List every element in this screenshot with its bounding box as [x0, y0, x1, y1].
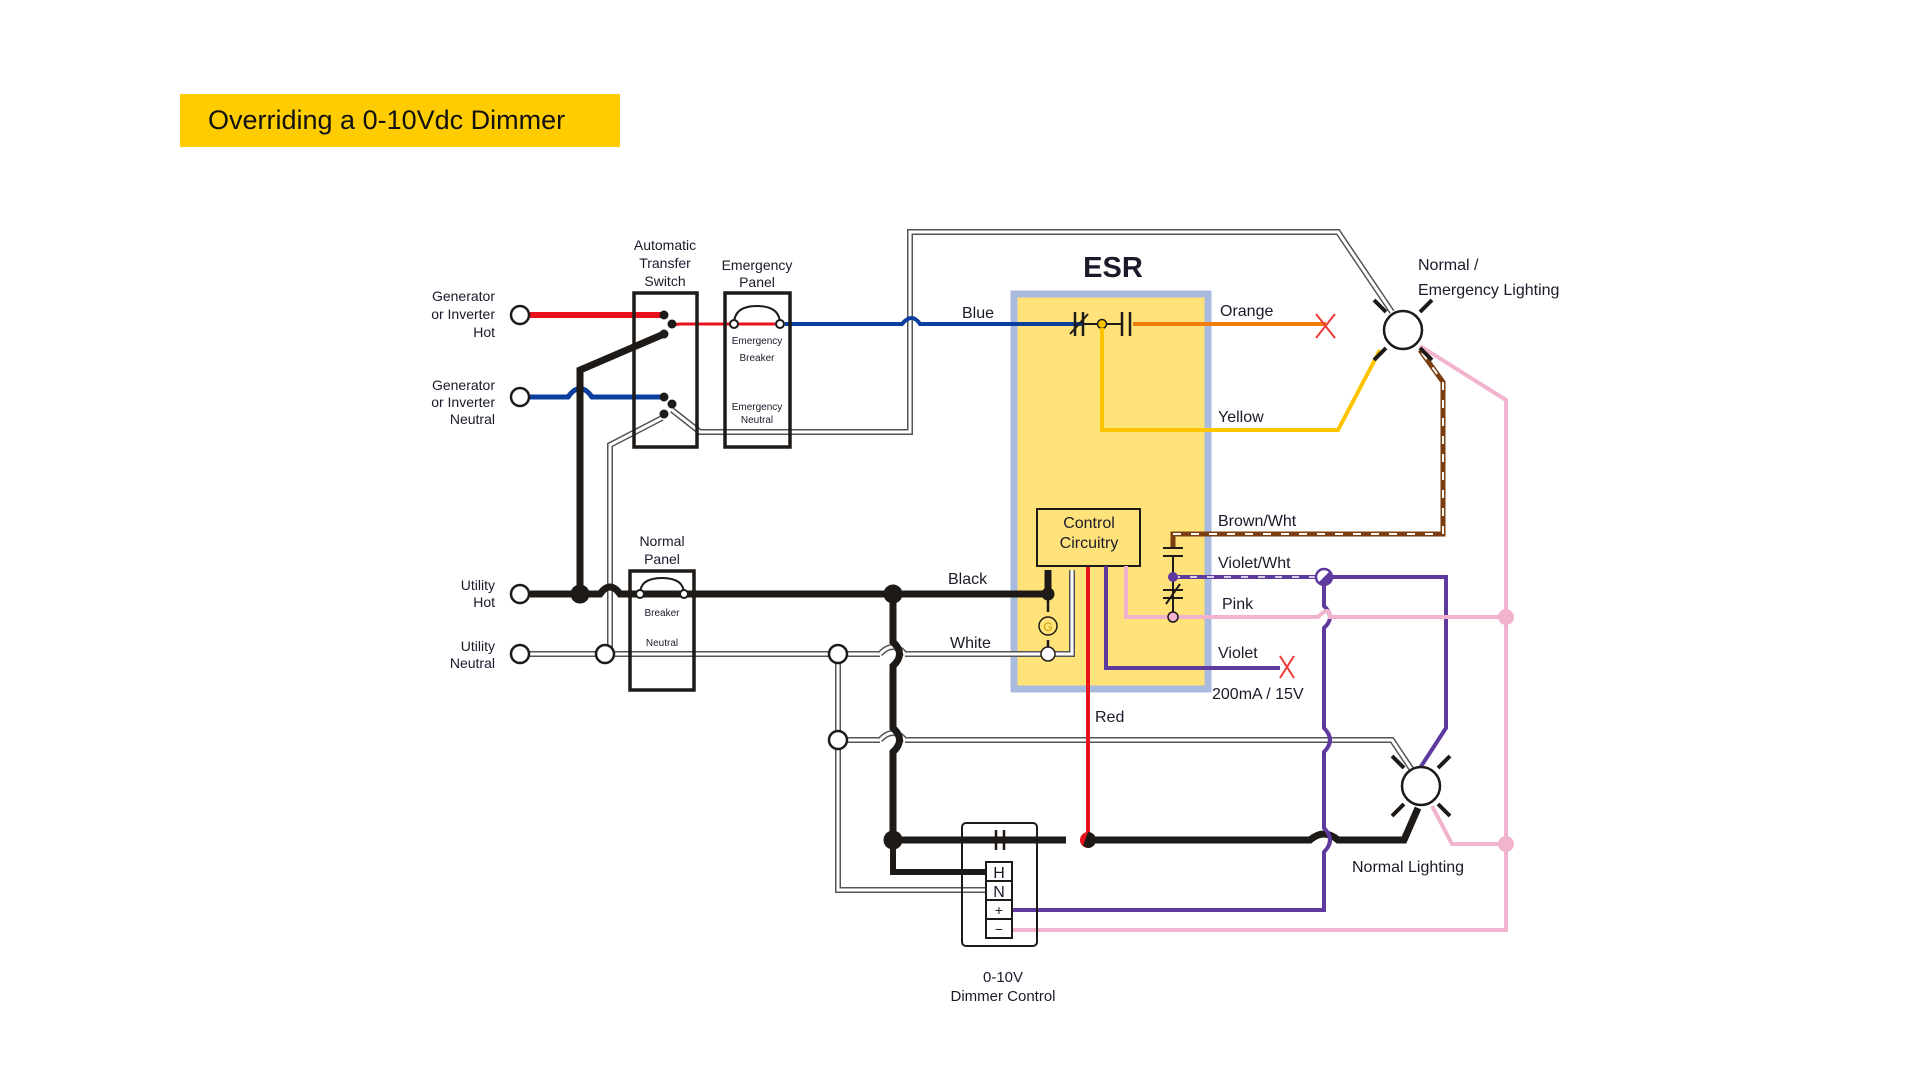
- wire-orange: Orange: [1133, 303, 1336, 339]
- wire-blue: Blue: [785, 305, 1082, 326]
- control-circuitry: Control Circuitry: [1036, 508, 1141, 567]
- svg-text:Normal: Normal: [639, 533, 684, 549]
- terminal-gen-neutral: [509, 386, 531, 408]
- g-symbol: G: [1038, 616, 1058, 662]
- terminal-h: H: [993, 865, 1005, 882]
- svg-text:Emergency: Emergency: [732, 336, 783, 347]
- emergency-panel: Emergency Panel Emergency Breaker Emerge…: [722, 257, 793, 449]
- svg-text:Breaker: Breaker: [739, 353, 775, 364]
- svg-text:Emergency Lighting: Emergency Lighting: [1418, 282, 1559, 299]
- label-white: White: [950, 635, 991, 652]
- label-black: Black: [948, 571, 988, 588]
- terminal-minus: −: [995, 921, 1003, 937]
- wire-yellow: Yellow: [1100, 328, 1382, 432]
- label-yellow: Yellow: [1218, 409, 1264, 426]
- svg-text:Panel: Panel: [739, 274, 775, 290]
- wire-brown-white: Brown/Wht: [1170, 348, 1446, 548]
- wire-black-utility: [530, 330, 1422, 875]
- svg-text:Neutral: Neutral: [450, 655, 495, 671]
- svg-text:0-10V: 0-10V: [983, 969, 1023, 986]
- wire-white-utility-neutral: [530, 570, 1415, 893]
- automatic-transfer-switch: Automatic Transfer Switch: [632, 237, 699, 449]
- page-title: Overriding a 0-10Vdc Dimmer: [208, 105, 566, 135]
- label-violet-rating: 200mA / 15V: [1212, 686, 1304, 703]
- svg-text:Normal Lighting: Normal Lighting: [1352, 859, 1464, 876]
- svg-text:Automatic: Automatic: [634, 237, 696, 253]
- terminal-utility-neutral: [509, 643, 531, 665]
- terminal-utility-hot: [509, 583, 531, 605]
- normal-panel: Normal Panel Breaker Neutral: [628, 533, 696, 692]
- light-bulb-icon: [1382, 309, 1424, 351]
- svg-text:Switch: Switch: [644, 273, 685, 289]
- svg-text:Breaker: Breaker: [644, 608, 680, 619]
- cut-x-icon: [1315, 313, 1336, 339]
- svg-text:Hot: Hot: [473, 324, 495, 340]
- junction-dot: [883, 830, 903, 850]
- svg-text:Neutral: Neutral: [741, 415, 773, 426]
- svg-text:Neutral: Neutral: [450, 411, 495, 427]
- svg-text:or Inverter: or Inverter: [431, 394, 495, 410]
- junction-neutral: [827, 643, 849, 665]
- svg-text:Control: Control: [1063, 515, 1115, 532]
- normally-open-contact: [1163, 547, 1183, 614]
- svg-text:Normal /: Normal /: [1418, 257, 1479, 274]
- terminal-plus: +: [995, 902, 1003, 918]
- svg-text:Generator: Generator: [432, 377, 495, 393]
- svg-text:Emergency: Emergency: [732, 402, 783, 413]
- svg-text:Emergency: Emergency: [722, 257, 793, 273]
- source-terminals: [509, 304, 849, 751]
- label-pink: Pink: [1222, 596, 1254, 613]
- svg-text:Panel: Panel: [644, 551, 680, 567]
- wire-blue-gen-neutral: [530, 386, 664, 400]
- wire-red: Red: [1080, 558, 1124, 848]
- svg-text:G: G: [1043, 620, 1052, 634]
- label-violet-white: Violet/Wht: [1218, 555, 1291, 572]
- junction-neutral: [594, 643, 616, 665]
- wire-violet-white: Violet/Wht: [1168, 555, 1318, 582]
- wire-pink: [1012, 344, 1514, 932]
- label-brown-white: Brown/Wht: [1218, 513, 1297, 530]
- cut-x-icon: [1279, 655, 1295, 679]
- light-bulb-icon: [1400, 765, 1442, 807]
- junction-dot: [883, 584, 903, 604]
- svg-text:Utility: Utility: [461, 638, 495, 654]
- svg-text:Utility: Utility: [461, 577, 495, 593]
- svg-text:Generator: Generator: [432, 288, 495, 304]
- svg-text:Transfer: Transfer: [639, 255, 691, 271]
- esr-title: ESR: [1083, 252, 1143, 284]
- junction-neutral: [827, 729, 849, 751]
- svg-text:Circuitry: Circuitry: [1060, 535, 1119, 552]
- svg-text:Dimmer Control: Dimmer Control: [950, 988, 1055, 1005]
- terminal-n: N: [993, 884, 1005, 901]
- junction-dot: [570, 584, 590, 604]
- dimmer-control: H N + − 0-10V Dimmer Control: [950, 822, 1056, 1005]
- junction-dot: [1041, 587, 1055, 601]
- source-labels: Generator or Inverter Hot Generator or I…: [431, 288, 495, 671]
- title-banner: Overriding a 0-10Vdc Dimmer: [180, 94, 620, 147]
- svg-text:Hot: Hot: [473, 594, 495, 610]
- fixture-normal: Normal Lighting: [1352, 754, 1464, 876]
- label-blue: Blue: [962, 305, 994, 322]
- svg-text:or Inverter: or Inverter: [431, 306, 495, 322]
- label-violet: Violet: [1218, 645, 1258, 662]
- svg-text:Neutral: Neutral: [646, 638, 678, 649]
- label-orange: Orange: [1220, 303, 1273, 320]
- fixture-normal-emergency: Normal / Emergency Lighting: [1372, 257, 1559, 362]
- label-red: Red: [1095, 709, 1124, 726]
- terminal-gen-hot: [509, 304, 531, 326]
